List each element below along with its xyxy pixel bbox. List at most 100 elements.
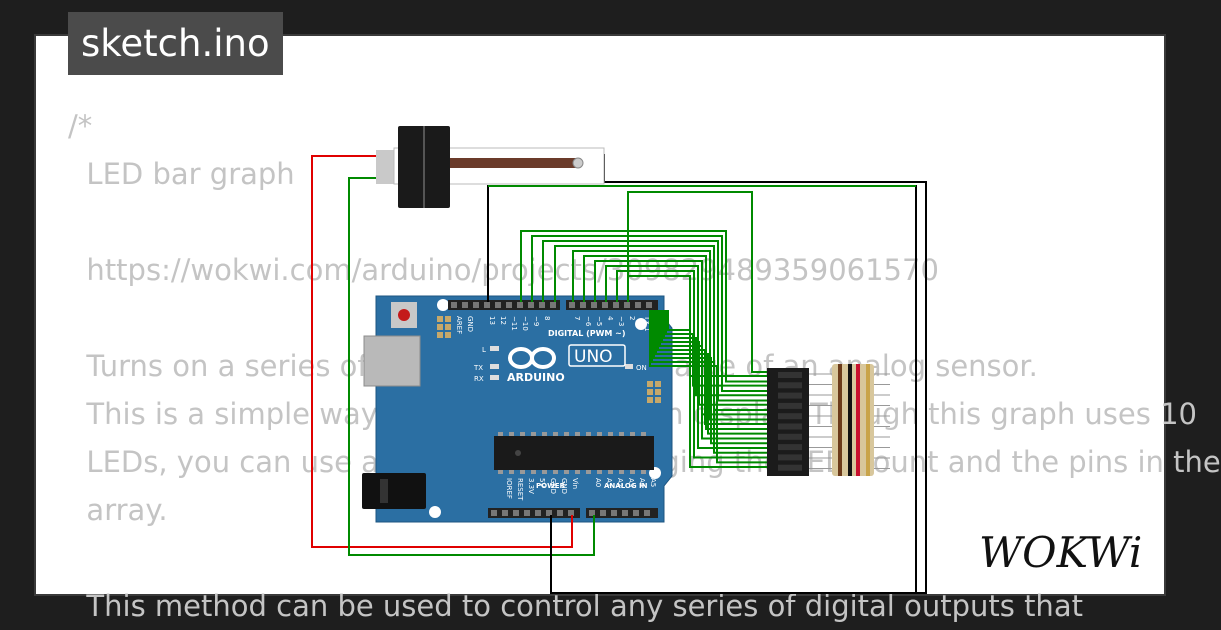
file-tab[interactable]: sketch.ino: [68, 12, 283, 75]
pin-label: ~5: [595, 316, 603, 326]
signal-wire: [554, 245, 778, 411]
chip-pin: [641, 470, 646, 474]
code-line: https://wokwi.com/arduino/projects/30982…: [68, 253, 939, 287]
led-segment: [778, 423, 802, 430]
header-pin: [635, 302, 641, 308]
code-line: /*: [68, 109, 93, 143]
icsp-header: [437, 316, 451, 338]
led-label: RX: [474, 375, 484, 383]
pin-label: AREF: [455, 316, 463, 334]
chip-pin: [586, 470, 591, 474]
header-pin: [506, 302, 512, 308]
pin-label: GND: [549, 478, 557, 494]
chip-pin: [531, 432, 536, 436]
pin-label: ~6: [584, 316, 592, 327]
header-body: [448, 300, 560, 310]
led-label: L: [482, 346, 486, 354]
chip-pin: [630, 470, 635, 474]
icsp-pin: [655, 397, 661, 403]
header-pin: [646, 302, 652, 308]
icsp-pin: [445, 324, 451, 330]
chip-pin: [575, 432, 580, 436]
chip-pin: [542, 432, 547, 436]
resistor-array: [832, 364, 874, 476]
chip-pin: [520, 432, 525, 436]
signal-wire: [663, 310, 770, 397]
chip-notch: [515, 450, 521, 456]
icsp-pin: [437, 332, 443, 338]
header-pin: [644, 510, 650, 516]
chip-pin: [608, 432, 613, 436]
header-pin: [569, 302, 575, 308]
icsp-pin: [647, 397, 653, 403]
icsp-pin: [437, 324, 443, 330]
digital-header-left: [448, 300, 560, 310]
reset-button-cap: [398, 309, 410, 321]
header-pin: [633, 510, 639, 516]
wokwi-logo-text: WOKWi: [979, 528, 1142, 577]
led-segment: [778, 382, 802, 389]
pin-label: A1: [605, 478, 613, 487]
signal-wire: [542, 240, 778, 402]
icsp-pin: [647, 381, 653, 387]
header-body: [566, 300, 658, 310]
sensor-wire: [348, 177, 595, 556]
pin-label: IOREF: [505, 478, 513, 499]
pin-label: ~3: [617, 316, 625, 326]
usb-port: [363, 335, 421, 387]
chip-pin: [597, 432, 602, 436]
icsp-pin: [655, 389, 661, 395]
header-pin: [473, 302, 479, 308]
pin-label: 3.3V: [527, 478, 535, 494]
header-pin: [602, 302, 608, 308]
pin-label: Vin: [571, 478, 579, 489]
resistor-body: [832, 364, 874, 476]
led-segment: [778, 464, 802, 471]
pot-screw: [572, 157, 584, 169]
mount-hole: [429, 506, 441, 518]
mount-hole: [437, 299, 449, 311]
chip-pin: [498, 470, 503, 474]
pin-label: RESET: [516, 478, 524, 501]
led-segment: [778, 402, 802, 409]
header-pin: [611, 510, 617, 516]
icsp-header: [647, 381, 661, 403]
icsp-pin: [445, 316, 451, 322]
status-led: [490, 364, 499, 369]
on-label: ON: [636, 364, 647, 372]
header-pin: [539, 302, 545, 308]
header-pin: [550, 302, 556, 308]
pin-label: 7: [573, 316, 581, 320]
pin-label: 13: [488, 316, 496, 325]
signal-wire: [531, 235, 778, 392]
chip-pin: [597, 470, 602, 474]
pin-label: 4: [606, 316, 614, 321]
pin-label: A0: [594, 478, 602, 487]
header-pin: [535, 510, 541, 516]
chip-pin: [542, 470, 547, 474]
header-pin: [613, 302, 619, 308]
power-wire: [311, 155, 573, 548]
header-body: [488, 508, 580, 518]
mount-hole: [635, 318, 647, 330]
header-pin: [524, 510, 530, 516]
led-segment: [778, 444, 802, 451]
pin-label: 8: [543, 316, 551, 320]
header-pin: [462, 302, 468, 308]
chip-pin: [619, 470, 624, 474]
header-pin: [484, 302, 490, 308]
pin-label: A2: [616, 478, 624, 487]
icsp-pin: [445, 332, 451, 338]
header-pin: [513, 510, 519, 516]
code-line: array.: [68, 493, 168, 527]
resistor-band: [848, 364, 852, 476]
status-led: [490, 346, 499, 351]
header-pin: [591, 302, 597, 308]
chip-pin: [520, 470, 525, 474]
header-pin: [600, 510, 606, 516]
pin-label: TX 1: [643, 315, 651, 332]
signal-wire: [605, 265, 778, 449]
icsp-pin: [655, 381, 661, 387]
resistor-band: [866, 364, 870, 476]
